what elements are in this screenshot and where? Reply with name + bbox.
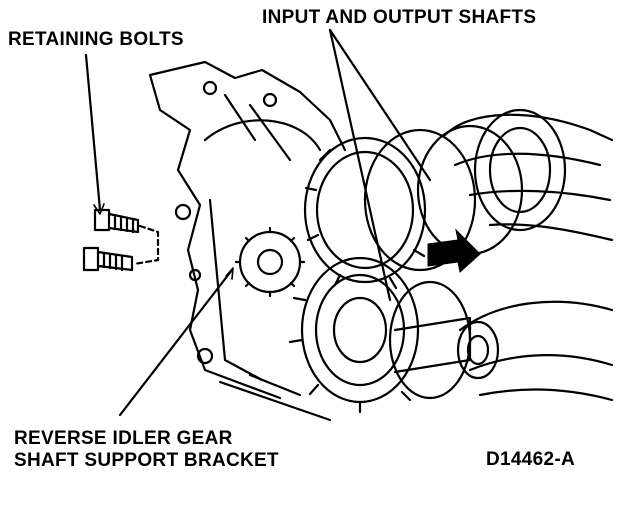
hand-lower xyxy=(458,300,614,402)
hand-upper xyxy=(443,113,614,242)
case-hole xyxy=(262,92,278,108)
bracket-label-line1: REVERSE IDLER GEAR xyxy=(14,428,233,449)
retaining-bolt-upper xyxy=(93,208,140,234)
reverse-idler-gear xyxy=(234,226,306,298)
case-flange-inner xyxy=(203,119,322,382)
output-shaft xyxy=(393,316,500,380)
case-hole xyxy=(174,203,192,221)
bracket-leader xyxy=(118,268,234,417)
figure-id-label: D14462-A xyxy=(486,449,576,470)
case-housing xyxy=(148,60,347,400)
bolts-leader xyxy=(84,53,102,212)
shafts-leader-2 xyxy=(328,28,392,302)
bolt-dashed-leader xyxy=(132,224,160,266)
case-hole xyxy=(196,347,214,365)
removal-arrow xyxy=(427,228,481,273)
case-hole xyxy=(202,80,218,96)
bracket-label-line2: SHAFT SUPPORT BRACKET xyxy=(14,450,279,471)
case-hole xyxy=(188,268,202,282)
bracket-label: REVERSE IDLER GEAR SHAFT SUPPORT BRACKET xyxy=(14,428,279,472)
retaining-bolts-label: RETAINING BOLTS xyxy=(8,29,184,50)
input-shaft-bearing xyxy=(473,108,567,232)
gear-cluster-lower xyxy=(288,256,472,414)
case-rib xyxy=(223,93,292,162)
retaining-bolt-lower xyxy=(82,246,134,272)
input-output-shafts-label: INPUT AND OUTPUT SHAFTS xyxy=(262,7,537,28)
shafts-leader-1 xyxy=(328,28,432,182)
